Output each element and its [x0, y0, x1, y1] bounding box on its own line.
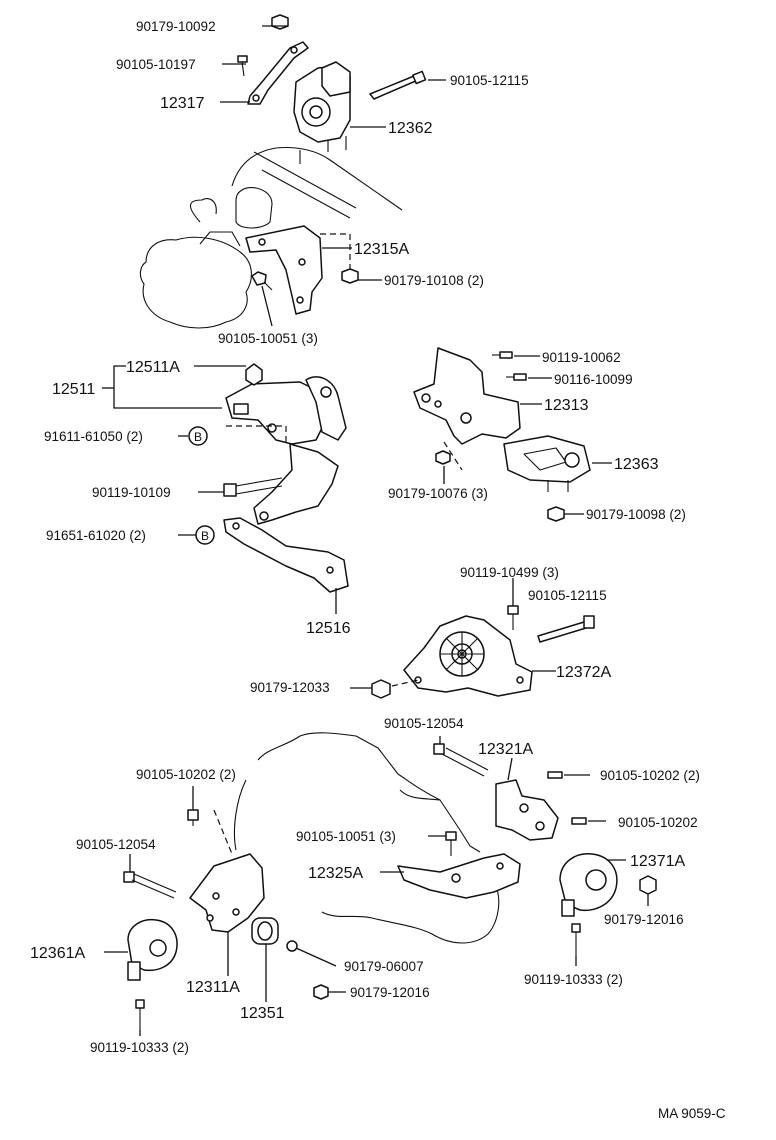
callout-90179-10098: 90179-10098 (2) [586, 507, 686, 522]
callout-12313: 12313 [544, 397, 589, 414]
callout-12516: 12516 [306, 620, 351, 637]
engine-mount-12372A [371, 605, 595, 699]
callout-90179-10076: 90179-10076 (3) [388, 486, 488, 501]
callout-90119-10062: 90119-10062 [542, 350, 621, 365]
callout-90105-10202-right: 90105-10202 (2) [600, 768, 700, 783]
callout-12363: 12363 [614, 456, 659, 473]
callout-12321A: 12321A [478, 741, 533, 758]
callout-90105-12054-right: 90105-12054 [384, 716, 464, 731]
callout-90119-10333-left: 90119-10333 (2) [90, 1040, 189, 1055]
callout-91611-61050: 91611-61050 (2) [44, 429, 143, 444]
engine-mount-bracket-12516 [223, 443, 349, 593]
engine-mount-bracket-12313 [413, 347, 527, 471]
callout-90105-10197: 90105-10197 [116, 57, 196, 72]
callout-90119-10333-right: 90119-10333 (2) [524, 972, 623, 987]
callout-12325A: 12325A [308, 865, 363, 882]
callout-12351: 12351 [240, 1005, 285, 1022]
callout-12511: 12511 [52, 381, 95, 398]
engine-mount-12362-group [237, 14, 427, 152]
callout-90179-12016-left: 90179-12016 [350, 985, 430, 1000]
engine-mount-12371A [559, 853, 657, 956]
callout-90119-10499: 90119-10499 (3) [460, 565, 559, 580]
callout-90105-12115-top: 90105-12115 [450, 73, 529, 88]
engine-mount-bracket-12315A [245, 225, 359, 315]
engine-mount-bracket-12325A [397, 831, 521, 899]
callout-90105-10051-lower: 90105-10051 (3) [296, 829, 396, 844]
callout-12362: 12362 [388, 120, 433, 137]
engine-mount-insulator-12351 [251, 917, 329, 1000]
engine-mount-12361A [127, 918, 178, 1030]
engine-mount-bracket-12511 [225, 363, 347, 445]
callout-90179-12033: 90179-12033 [250, 680, 330, 695]
transaxle-outline [233, 732, 500, 944]
callout-12361A: 12361A [30, 945, 85, 962]
engine-block-outline [139, 146, 403, 329]
callout-12372A: 12372A [556, 664, 611, 681]
diagram-code: MA 9059-C [658, 1106, 726, 1121]
engine-mount-bracket-12311A [123, 809, 265, 933]
callout-90105-12115-middle: 90105-12115 [528, 588, 607, 603]
callout-90105-10202-single: 90105-10202 [618, 815, 698, 830]
callout-91651-61020: 91651-61020 (2) [46, 528, 146, 543]
callout-90179-10092: 90179-10092 [136, 19, 216, 34]
callout-90116-10099: 90116-10099 [554, 372, 633, 387]
callout-90119-10109: 90119-10109 [92, 485, 171, 500]
callout-90179-10108: 90179-10108 (2) [384, 273, 484, 288]
callout-90105-12054-left: 90105-12054 [76, 837, 156, 852]
bolt-marker-b-upper: B [194, 430, 202, 444]
callout-90105-10202-left: 90105-10202 (2) [136, 767, 236, 782]
engine-mount-bracket-12321A [433, 743, 587, 841]
callout-12511A: 12511A [126, 359, 180, 376]
callout-12371A: 12371A [630, 853, 685, 870]
callout-90105-10051-upper: 90105-10051 (3) [218, 331, 318, 346]
callout-12315A: 12315A [354, 241, 409, 258]
callout-12311A: 12311A [186, 979, 240, 996]
callout-90179-12016-right: 90179-12016 [604, 912, 684, 927]
callout-12317: 12317 [160, 95, 205, 112]
engine-mount-12363 [503, 435, 591, 522]
bolt-marker-b-lower: B [201, 529, 209, 543]
callout-90179-06007: 90179-06007 [344, 959, 424, 974]
